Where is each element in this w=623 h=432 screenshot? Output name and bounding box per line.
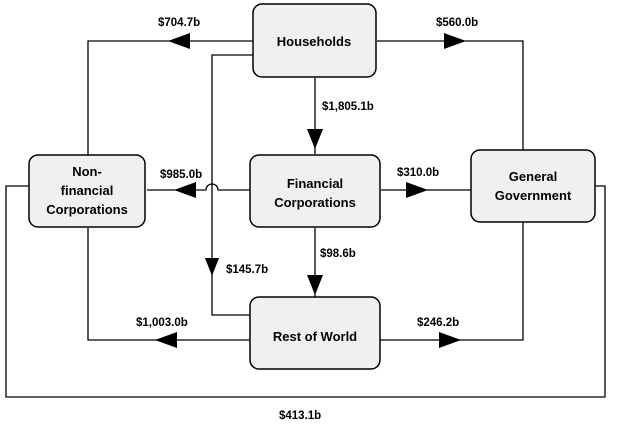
flow-label-1003: $1,003.0b [136,317,188,329]
arrowheads [155,33,466,348]
nonfinancial-node: Non- financial Corporations [28,154,146,228]
government-node: General Government [470,149,596,223]
government-label-line1: General [509,169,557,184]
line-households-government [377,40,524,150]
nonfinancial-label-line1: Non- [72,164,102,179]
arrow-right-310 [406,182,428,198]
flow-label-98: $98.6b [320,248,356,260]
flow-labels: $704.7b $560.0b $1,805.1b $985.0b $310.0… [136,17,478,422]
flow-label-310: $310.0b [397,167,439,179]
line-restofworld-nonfinancial [87,228,250,341]
arrow-left-704 [168,33,190,49]
line-outer-loop [5,185,606,398]
line-financial-nonfinancial [147,183,250,191]
restofworld-label: Rest of World [273,329,357,344]
nonfinancial-label-line3: Corporations [46,202,128,217]
arrow-down-98 [307,275,323,295]
financial-label-line1: Financial [287,176,343,191]
line-households-restofworld [211,54,253,316]
arrow-down-145 [205,258,219,276]
arrow-right-560 [444,33,466,49]
restofworld-node: Rest of World [249,296,381,370]
households-label: Households [277,34,351,49]
financial-node: Financial Corporations [249,154,381,228]
financial-label-line2: Corporations [274,195,356,210]
arrow-down-1805 [307,129,323,149]
flow-label-560: $560.0b [436,17,478,29]
flow-label-985: $985.0b [160,169,202,181]
households-node: Households [252,3,377,78]
arrow-left-985 [174,182,196,198]
line-households-nonfinancial [87,40,253,156]
nonfinancial-label-line2: financial [61,183,114,198]
arrow-right-246 [439,332,461,348]
flow-label-1805: $1,805.1b [322,101,374,113]
flow-label-246: $246.2b [417,317,459,329]
flow-label-704: $704.7b [158,17,200,29]
flow-label-145: $145.7b [226,264,268,276]
flow-label-413: $413.1b [279,410,321,422]
government-label-line2: Government [495,188,572,203]
line-restofworld-government [380,222,524,341]
arrow-left-1003 [155,332,177,348]
